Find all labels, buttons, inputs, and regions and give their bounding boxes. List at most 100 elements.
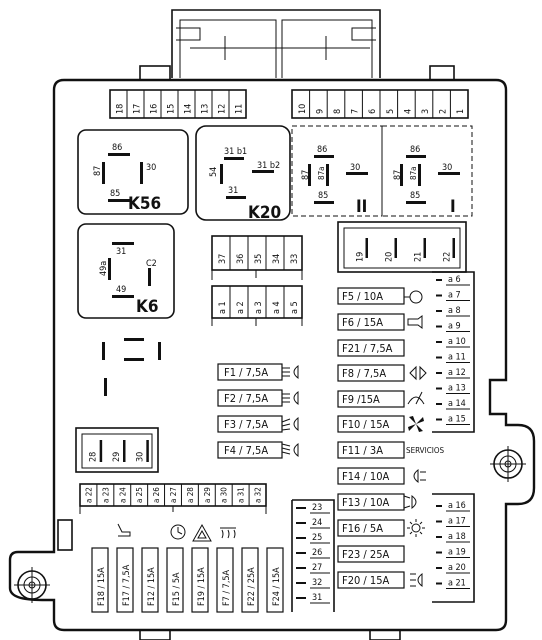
fuse-box-right xyxy=(337,545,405,563)
pin-a24: a 24 xyxy=(118,487,127,503)
fuse-right-label: F13 / 10A xyxy=(342,496,389,509)
pin-a10: a 10 xyxy=(448,337,466,347)
seat-icon xyxy=(117,523,131,537)
pin-a16: a 16 xyxy=(448,501,466,511)
fuse-box-bottom xyxy=(141,547,159,613)
bottom-symbols xyxy=(117,523,236,542)
fuse-box-right xyxy=(337,493,405,511)
connector-pin-3: 3 xyxy=(421,109,431,114)
wiper-icon xyxy=(407,391,425,405)
beam-icon xyxy=(281,442,299,458)
fuse-bottom-label: F19 / 15A xyxy=(197,567,207,606)
connector-28-30 xyxy=(75,427,159,473)
pin-34: 34 xyxy=(272,254,282,264)
relay-k6-pin-49a: 49a xyxy=(99,261,109,276)
fuse-box-mid xyxy=(217,415,283,433)
pin-35: 35 xyxy=(254,254,264,264)
strip-23-31-housing xyxy=(291,499,335,612)
clock-icon xyxy=(170,524,186,540)
relay-i-name: I xyxy=(450,197,456,217)
relay-ii-pin-87a: 87a xyxy=(317,166,326,180)
relay-ii-name: II xyxy=(356,197,367,217)
pin-37: 37 xyxy=(218,254,228,264)
right-strip-top-housing xyxy=(432,271,475,433)
fuse-box-bottom xyxy=(241,547,259,613)
pin-a17: a 17 xyxy=(448,517,466,527)
connector-pin-8: 8 xyxy=(333,109,343,114)
connector-pin-15: 15 xyxy=(167,104,177,114)
connector-pin-1: 1 xyxy=(456,109,466,114)
connector-pin-4: 4 xyxy=(403,109,413,114)
relay-ii-pin-87: 87 xyxy=(301,170,311,180)
connector-pin-16: 16 xyxy=(150,104,160,114)
pin-a5: a 5 xyxy=(290,301,300,314)
pin-19: 19 xyxy=(356,252,366,262)
fuse-box-right xyxy=(337,467,405,485)
pin-a26: a 26 xyxy=(152,487,161,503)
relay-k56: 86 87 30 85 K56 xyxy=(77,129,189,215)
pin-a14: a 14 xyxy=(448,399,466,409)
relay-ii-pin-30: 30 xyxy=(350,163,360,173)
connector-pin-10: 10 xyxy=(298,104,308,114)
relay-i-pin-86: 86 xyxy=(410,145,420,155)
fuse-bottom-label: F15 / 5A xyxy=(172,572,182,606)
right-strip-top-labels: a 6a 7a 8a 9a 10a 11a 12a 13a 14a 15 xyxy=(436,275,470,425)
pin-a1: a 1 xyxy=(218,301,228,314)
connector-a1-a5 xyxy=(211,285,303,319)
connector-pin-11: 11 xyxy=(235,104,245,114)
relay-k6-pin-49: 49 xyxy=(116,285,126,295)
loose-pins xyxy=(102,338,161,396)
fuse-box-bottom xyxy=(191,547,209,613)
fuse-mid-label: F2 / 7,5A xyxy=(224,392,268,405)
right-strip-bottom-labels: a 16a 17a 18a 19a 20a 21 xyxy=(436,501,470,589)
connector-pin-9: 9 xyxy=(315,109,325,114)
pin-a31: a 31 xyxy=(237,487,246,503)
pin-a9: a 9 xyxy=(448,322,461,332)
pin-a2: a 2 xyxy=(236,301,246,314)
connector-pin-14: 14 xyxy=(184,104,194,114)
fuse-box-right xyxy=(337,441,405,459)
pin-a27: a 27 xyxy=(169,487,178,503)
warning-lamp-icon xyxy=(404,290,423,304)
pin-a13: a 13 xyxy=(448,384,466,394)
pin-a3: a 3 xyxy=(254,301,264,314)
pin-a22: a 22 xyxy=(84,487,93,503)
fuse-box-right xyxy=(337,287,405,305)
high-beam-icon xyxy=(282,390,299,406)
screw-hole-right xyxy=(490,446,526,482)
pin-21: 21 xyxy=(414,252,424,262)
fuse-box-right xyxy=(337,519,405,537)
fuse-box-bottom xyxy=(91,547,109,613)
horn-icon xyxy=(407,315,423,329)
connector-pin-5: 5 xyxy=(386,109,396,114)
fuse-right-label: F8 / 7,5A xyxy=(342,367,386,380)
pin-a28: a 28 xyxy=(186,487,195,503)
side-lamp-icon xyxy=(403,494,417,510)
relay-ii-pin-86: 86 xyxy=(317,145,327,155)
parking-lamp-icon xyxy=(413,468,426,484)
pin-a6: a 6 xyxy=(448,275,461,285)
fuse-right-label: F6 / 15A xyxy=(342,316,383,329)
relay-i-pin-85: 85 xyxy=(410,191,420,201)
pin-36: 36 xyxy=(236,254,246,264)
fuse-box-right xyxy=(337,571,405,589)
pin-a30: a 30 xyxy=(220,487,229,503)
relay-k56-pin-87: 87 xyxy=(93,166,103,176)
fuse-box-right xyxy=(337,364,405,382)
interior-light-icon xyxy=(407,519,425,537)
relay-k56-pin-86: 86 xyxy=(112,143,122,153)
fuse-box-right xyxy=(337,415,405,433)
pin-29: 29 xyxy=(112,452,122,462)
pin-a11: a 11 xyxy=(448,353,466,363)
hazard-icon xyxy=(192,523,212,542)
headlamp-icons xyxy=(281,364,299,458)
relay-k20-pin-54: 54 xyxy=(209,167,219,177)
fuse-right-label: F11 / 3A xyxy=(342,444,383,457)
fuse-mid-label: F3 / 7,5A xyxy=(224,418,268,431)
pin-33: 33 xyxy=(290,254,300,264)
